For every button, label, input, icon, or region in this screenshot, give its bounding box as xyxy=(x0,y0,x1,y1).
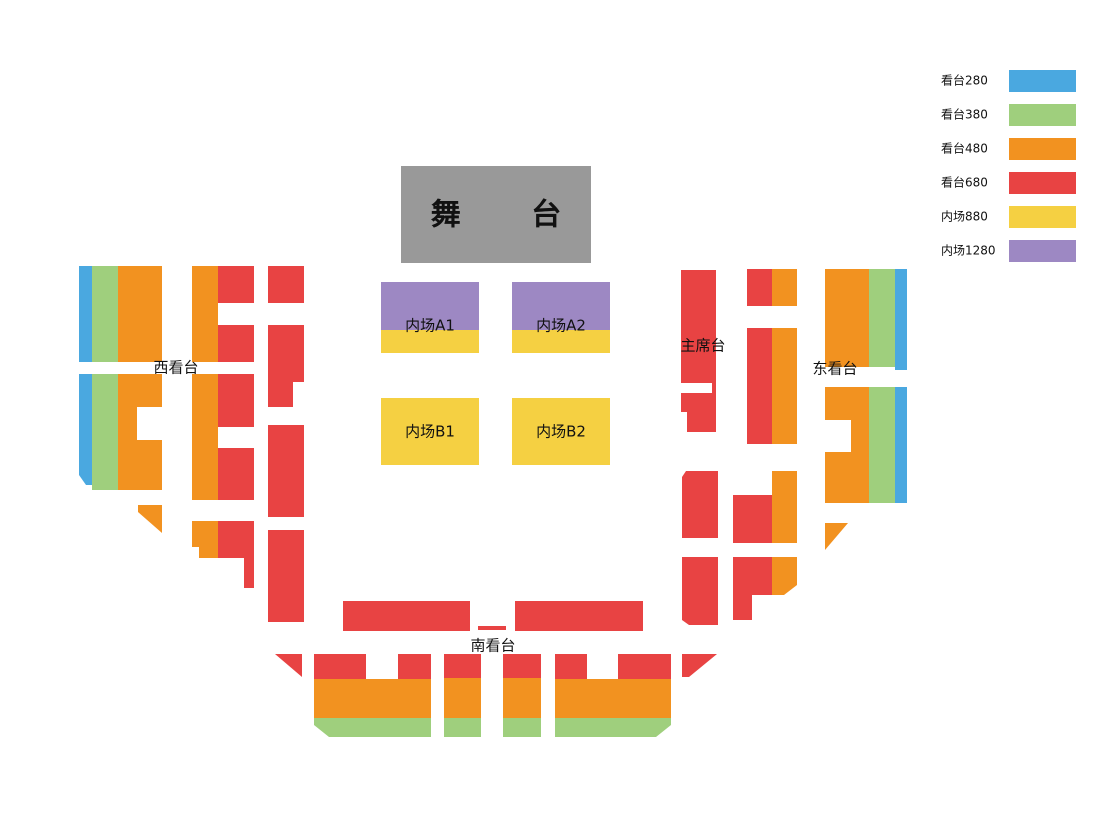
seat-block-1280[interactable] xyxy=(512,282,610,330)
seat-block-480[interactable] xyxy=(825,269,869,367)
seat-block-680[interactable] xyxy=(314,654,366,679)
legend-item: 看台680 xyxy=(941,172,1076,194)
seat-block-680[interactable] xyxy=(218,266,254,303)
seat-block-880[interactable] xyxy=(381,398,479,465)
vip-stand-label: 主席台 xyxy=(680,337,725,355)
seat-block-480[interactable] xyxy=(772,471,797,543)
seat-block-380[interactable] xyxy=(555,718,671,737)
seat-block-880[interactable] xyxy=(512,330,610,353)
legend-item: 内场1280 xyxy=(941,240,1076,262)
seat-block-480[interactable] xyxy=(192,266,218,362)
seat-block-680[interactable] xyxy=(444,654,481,678)
west-stand: 西看台 xyxy=(79,266,304,622)
legend-label: 内场880 xyxy=(941,210,988,224)
legend-item: 看台380 xyxy=(941,104,1076,126)
legend-label: 看台680 xyxy=(941,175,988,190)
seat-block-680[interactable] xyxy=(343,601,470,631)
floor-b2-label: 内场B2 xyxy=(536,423,586,441)
stage: 舞 台 xyxy=(401,166,591,263)
floor-a1-label: 内场A1 xyxy=(405,317,455,335)
legend-label: 看台380 xyxy=(941,107,988,122)
seat-block-880[interactable] xyxy=(381,330,479,353)
seat-block-480[interactable] xyxy=(772,269,797,306)
east-stand: 主席台 东看台 xyxy=(680,269,907,625)
floor-b2[interactable]: 内场B2 xyxy=(512,398,610,465)
legend-swatch xyxy=(1009,206,1076,228)
west-stand-label: 西看台 xyxy=(153,359,198,377)
seat-block-880[interactable] xyxy=(512,398,610,465)
stage-area xyxy=(401,166,591,263)
seat-block-480[interactable] xyxy=(555,679,671,718)
seat-block-680[interactable] xyxy=(503,654,541,678)
seat-block-680[interactable] xyxy=(733,495,772,543)
floor-b1[interactable]: 内场B1 xyxy=(381,398,479,465)
seat-block-480[interactable] xyxy=(314,679,431,718)
stage-label: 舞 台 xyxy=(431,198,591,233)
seat-block-480[interactable] xyxy=(118,374,162,490)
floor-a2-label: 内场A2 xyxy=(536,317,586,335)
seat-block-680[interactable] xyxy=(398,654,431,679)
seat-block-380[interactable] xyxy=(869,387,895,503)
legend-swatch xyxy=(1009,240,1076,262)
seat-block-380[interactable] xyxy=(314,718,431,737)
seat-block-680[interactable] xyxy=(478,626,506,630)
legend-label: 内场1280 xyxy=(941,244,996,258)
seat-block-480[interactable] xyxy=(772,328,797,444)
legend-swatch xyxy=(1009,104,1076,126)
floor-b1-label: 内场B1 xyxy=(405,423,455,441)
seat-block-480[interactable] xyxy=(118,266,162,362)
seat-block-680[interactable] xyxy=(268,425,304,517)
seat-block-480[interactable] xyxy=(503,678,541,718)
seat-block-480[interactable] xyxy=(192,521,218,558)
seat-block-680[interactable] xyxy=(682,557,718,625)
legend-label: 看台280 xyxy=(941,73,988,88)
seat-block-680[interactable] xyxy=(218,521,254,588)
legend: 看台280 看台380 看台480 看台680 内场880 内场1280 xyxy=(941,70,1076,262)
seat-block-480[interactable] xyxy=(444,678,481,718)
seat-block-680[interactable] xyxy=(555,654,587,679)
seat-block-280[interactable] xyxy=(895,269,907,370)
legend-swatch xyxy=(1009,138,1076,160)
seat-block-380[interactable] xyxy=(92,266,118,362)
seat-block-280[interactable] xyxy=(79,266,92,362)
seat-block-380[interactable] xyxy=(444,718,481,737)
seat-block-680[interactable] xyxy=(268,266,304,303)
east-stand-label: 东看台 xyxy=(812,360,857,378)
seat-block-680[interactable] xyxy=(733,557,772,620)
seat-block-680[interactable] xyxy=(218,374,254,427)
floor-a1[interactable]: 内场A1 xyxy=(381,282,479,353)
seat-block-680[interactable] xyxy=(681,270,716,432)
legend-item: 看台280 xyxy=(941,70,1076,92)
legend-swatch xyxy=(1009,70,1076,92)
south-stand: 南看台 xyxy=(275,601,717,737)
seat-block-680[interactable] xyxy=(268,530,304,622)
seat-block-280[interactable] xyxy=(79,374,92,485)
seat-block-680[interactable] xyxy=(218,448,254,500)
seat-block-380[interactable] xyxy=(503,718,541,737)
seat-block-480[interactable] xyxy=(825,387,869,503)
seat-block-680[interactable] xyxy=(218,325,254,362)
seat-block-680[interactable] xyxy=(747,328,772,444)
seat-block-680[interactable] xyxy=(682,654,717,677)
seat-block-480[interactable] xyxy=(825,523,848,550)
legend-label: 看台480 xyxy=(941,141,988,156)
seat-block-680[interactable] xyxy=(618,654,671,679)
seat-block-380[interactable] xyxy=(92,374,118,490)
seat-block-680[interactable] xyxy=(682,471,718,538)
seat-block-380[interactable] xyxy=(869,269,895,367)
seat-block-480[interactable] xyxy=(192,374,218,500)
seat-block-480[interactable] xyxy=(138,505,162,533)
seat-block-680[interactable] xyxy=(275,654,302,677)
legend-swatch xyxy=(1009,172,1076,194)
seat-block-280[interactable] xyxy=(895,387,907,503)
legend-item: 看台480 xyxy=(941,138,1076,160)
south-stand-label: 南看台 xyxy=(470,637,515,655)
legend-item: 内场880 xyxy=(941,206,1076,228)
floor-a2[interactable]: 内场A2 xyxy=(512,282,610,353)
seat-block-1280[interactable] xyxy=(381,282,479,330)
seat-block-680[interactable] xyxy=(268,325,304,407)
seat-block-680[interactable] xyxy=(515,601,643,631)
seat-block-680[interactable] xyxy=(747,269,772,306)
seat-block-480[interactable] xyxy=(772,557,797,595)
